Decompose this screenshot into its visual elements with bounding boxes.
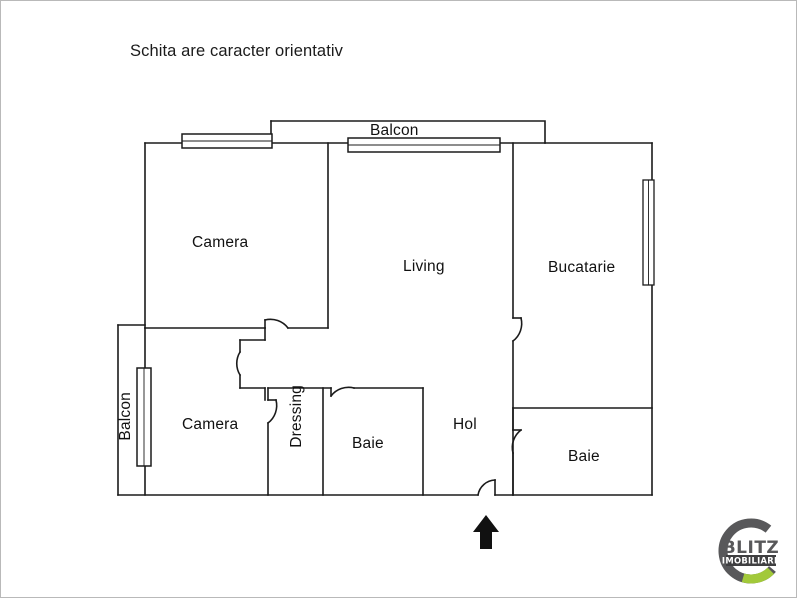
window-balcony-left [136, 367, 152, 467]
door-camera-bottom-left [266, 399, 278, 425]
door-camera-top-left [264, 318, 290, 330]
room-label-balcon-left: Balcon [117, 392, 134, 441]
logo-brand-text: BLITZ [723, 538, 780, 558]
door-baie-middle [329, 386, 355, 398]
room-label-hol: Hol [453, 416, 477, 433]
room-label-balcon-top: Balcon [370, 122, 419, 139]
room-label-camera-bottom-left: Camera [182, 416, 239, 433]
logo-ring-gray [718, 518, 784, 584]
window-balcony-top-right [347, 137, 501, 153]
logo-subtitle-bar [726, 555, 776, 566]
blitz-imobiliare-logo: BLITZ IMOBILIARE [715, 515, 787, 587]
outer-walls-lower [117, 324, 653, 496]
door-living-bucatarie [511, 317, 523, 343]
window-bucatarie [642, 179, 655, 286]
door-hall-jog [236, 350, 242, 377]
room-label-dressing: Dressing [288, 385, 305, 448]
wall-camera-top-left [144, 142, 329, 329]
room-label-baie-middle: Baie [352, 435, 384, 452]
wall-dressing-baie [267, 387, 424, 496]
logo-subtitle-text: IMOBILIARE [722, 555, 780, 565]
logo-ring-green [718, 518, 784, 584]
room-label-living: Living [403, 258, 445, 275]
window-balcony-top-left [181, 133, 273, 149]
page-title: Schita are caracter orientativ [130, 42, 344, 60]
outer-walls-upper [144, 142, 653, 496]
room-label-camera-top-left: Camera [192, 234, 249, 251]
room-label-baie-right: Baie [568, 448, 600, 465]
door-baie-right [511, 428, 523, 454]
door-entrance [477, 479, 496, 496]
room-label-bucatarie: Bucatarie [548, 259, 616, 276]
wall-hall-upper [144, 327, 266, 496]
entrance-arrow-icon [473, 515, 499, 549]
